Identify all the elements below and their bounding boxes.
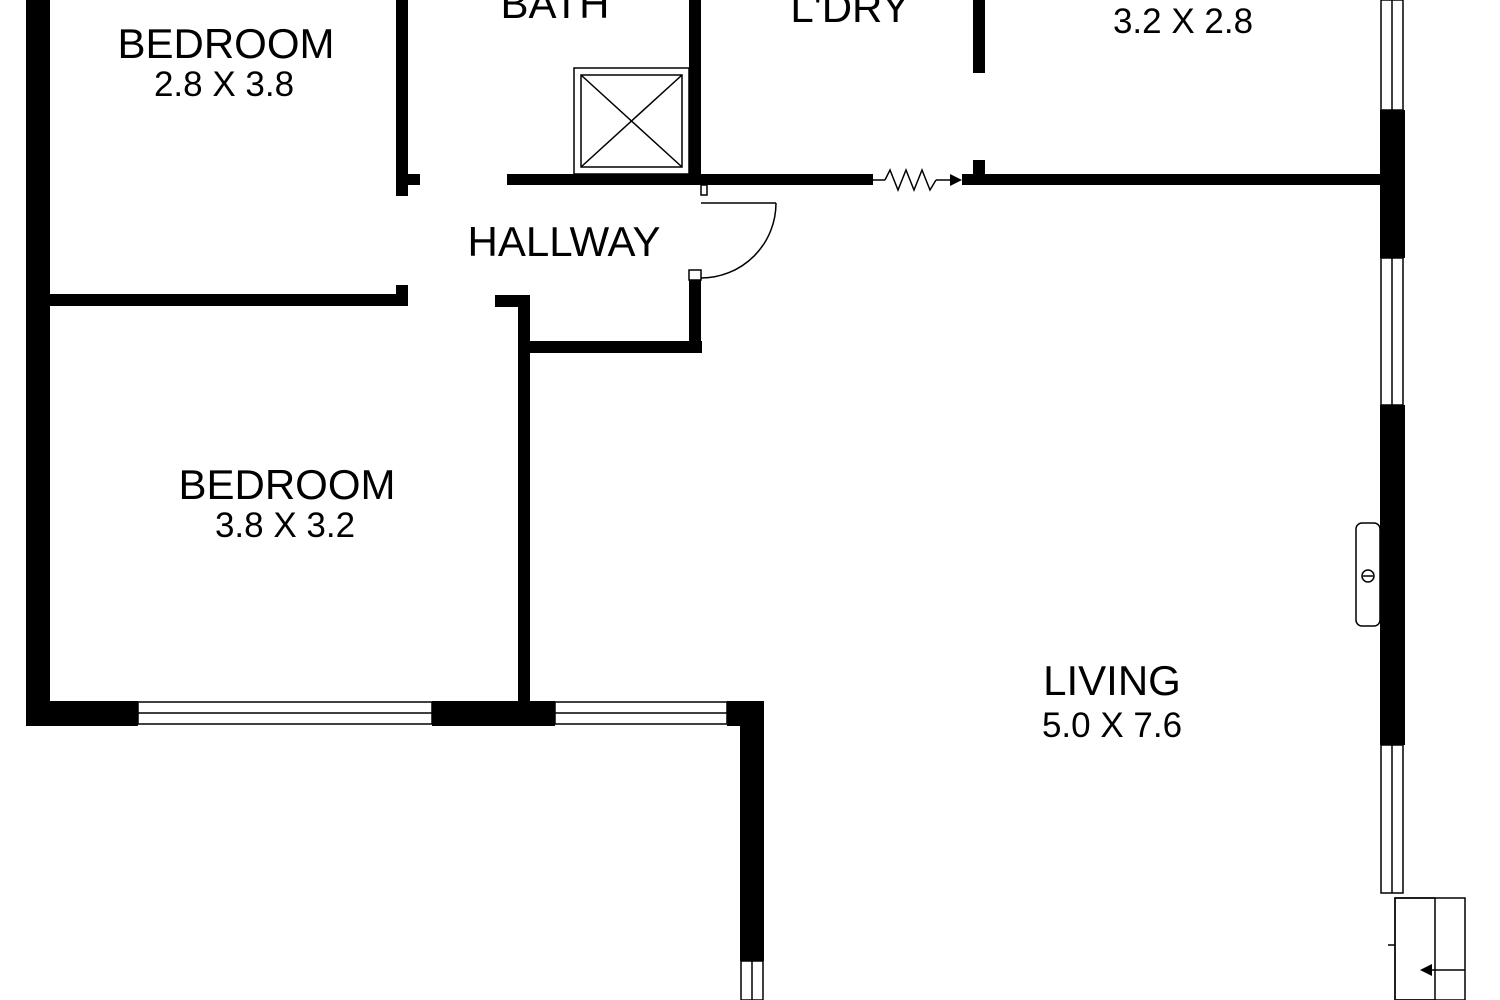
hallway-door xyxy=(688,184,777,281)
living-size: 5.0 X 7.6 xyxy=(1042,706,1182,745)
heater-unit xyxy=(1355,522,1381,627)
wall-hall-right xyxy=(689,280,701,353)
bedroom2-name: BEDROOM xyxy=(178,461,395,508)
living-name: LIVING xyxy=(1043,657,1181,704)
entry-steps xyxy=(1388,897,1466,1000)
wall-hall-bottom xyxy=(530,341,702,353)
wall-living-left xyxy=(740,701,764,961)
walls xyxy=(26,0,1405,961)
wall-right-upper xyxy=(1380,110,1405,258)
bath-name: BATH xyxy=(501,0,610,27)
bedroom1-name: BEDROOM xyxy=(117,20,334,67)
wall-laundry-right xyxy=(973,0,985,73)
wall-bedroom-divider xyxy=(50,294,408,306)
laundry-name: L'DRY xyxy=(790,0,909,31)
wall-bedroom1-door-stub xyxy=(396,174,420,185)
wall-bedroom2-right xyxy=(518,295,530,726)
shower xyxy=(573,67,690,175)
wall-bedroom-divider-stub xyxy=(396,285,408,306)
bedroom1-size: 2.8 X 3.8 xyxy=(154,65,294,104)
wall-bath-laundry xyxy=(689,0,701,184)
wall-left-exterior xyxy=(26,0,50,726)
wall-bedroom1-bath xyxy=(396,0,408,196)
room-top-right-size: 3.2 X 2.8 xyxy=(1113,2,1253,41)
wall-right-mid xyxy=(1380,405,1405,745)
wall-bottom-mid xyxy=(432,701,555,726)
wall-bottom-left xyxy=(26,701,138,726)
bedroom2-size: 3.8 X 3.2 xyxy=(215,506,355,545)
windows xyxy=(137,0,1404,1000)
wall-bath-bottom xyxy=(507,174,873,185)
wall-laundry-bottom xyxy=(962,174,1390,185)
sliding-door-arrow xyxy=(873,167,962,193)
room-labels: BEDROOM 2.8 X 3.8 BATH L'DRY 3.2 X 2.8 H… xyxy=(117,0,1253,745)
hallway-name: HALLWAY xyxy=(468,218,661,265)
